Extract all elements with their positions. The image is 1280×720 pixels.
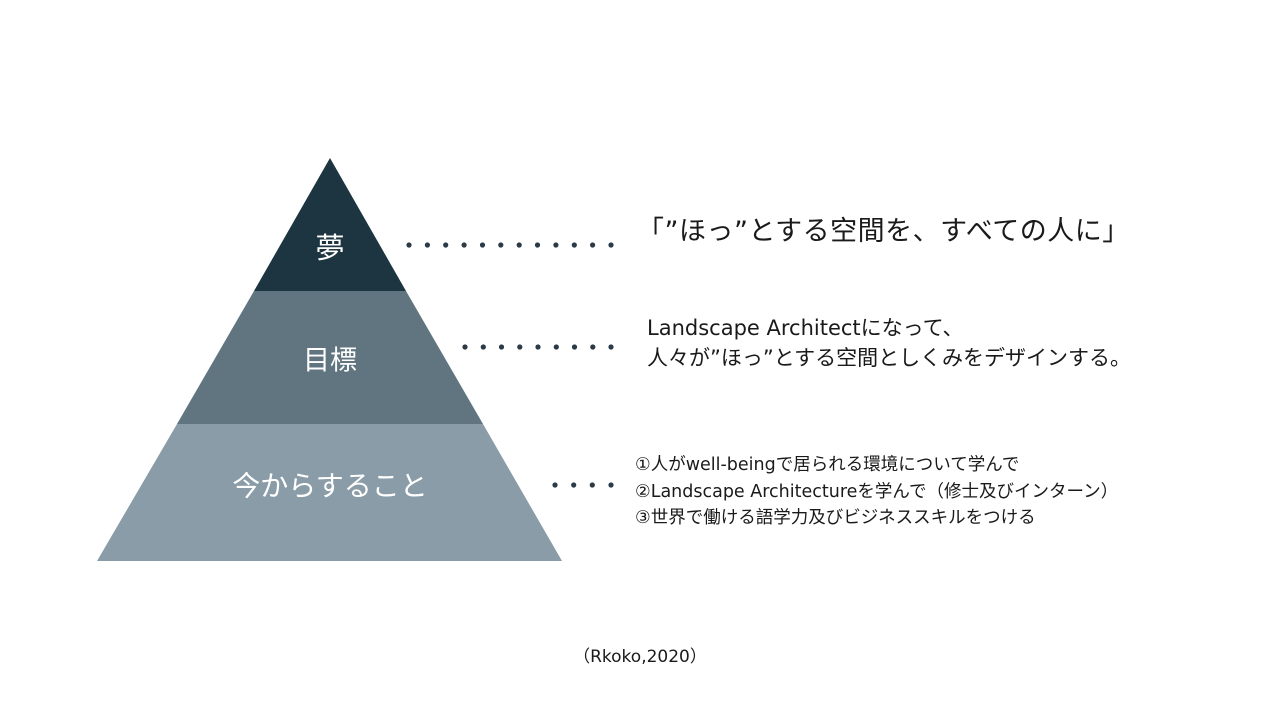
leader-dots-goal bbox=[462, 344, 614, 350]
leader-dot bbox=[461, 242, 467, 248]
leader-dot bbox=[480, 344, 486, 350]
leader-dot bbox=[553, 344, 559, 350]
leader-dot bbox=[608, 242, 614, 248]
action-item: ②Landscape Architectureを学んで（修士及びインターン） bbox=[635, 481, 1119, 502]
leader-dot bbox=[589, 482, 595, 488]
leader-dot bbox=[590, 344, 596, 350]
tier-label-goal: 目標 bbox=[303, 346, 357, 377]
pyramid-tier-middle bbox=[177, 291, 483, 424]
leader-dot bbox=[534, 242, 541, 248]
action-item: ①人がwell-beingで居られる環境について学んで bbox=[635, 455, 1020, 475]
leader-dots-now bbox=[552, 482, 614, 488]
leader-dot bbox=[516, 242, 522, 248]
leader-dot bbox=[443, 242, 449, 248]
leader-dot bbox=[462, 344, 468, 350]
leader-dot bbox=[608, 344, 614, 350]
action-list: ①人がwell-beingで居られる環境について学んで ②Landscape A… bbox=[635, 452, 1118, 532]
leader-dot bbox=[479, 242, 486, 248]
leader-dot bbox=[535, 344, 541, 350]
leader-dot bbox=[608, 482, 614, 488]
leader-dot bbox=[590, 242, 596, 248]
leader-dot bbox=[424, 242, 430, 248]
leader-dot bbox=[553, 242, 559, 248]
goal-description: Landscape Architectになって、 人々が”ほっ”とする空間としく… bbox=[647, 313, 1131, 373]
goal-description-line: Landscape Architectになって、 bbox=[647, 316, 964, 340]
leader-dot bbox=[552, 482, 558, 488]
pyramid-tier-top bbox=[254, 158, 406, 291]
citation: （Rkoko,2020） bbox=[573, 647, 707, 667]
dream-description: 「”ほっ”とする空間を、すべての人に」 bbox=[637, 216, 1130, 247]
leader-dot bbox=[571, 482, 577, 488]
leader-dot bbox=[406, 242, 412, 248]
leader-dot bbox=[498, 242, 504, 248]
leader-dot bbox=[571, 344, 578, 350]
goal-description-line: 人々が”ほっ”とする空間としくみをデザインする。 bbox=[647, 346, 1131, 370]
tier-label-now: 今からすること bbox=[232, 470, 427, 503]
pyramid-tier-bottom bbox=[97, 424, 562, 561]
leader-dot bbox=[571, 242, 577, 248]
leader-dots-dream bbox=[406, 242, 614, 248]
tier-label-dream: 夢 bbox=[315, 231, 344, 265]
action-item: ③世界で働ける語学力及びビジネススキルをつける bbox=[635, 508, 1036, 528]
leader-dot bbox=[498, 344, 505, 350]
leader-dot bbox=[517, 344, 523, 350]
